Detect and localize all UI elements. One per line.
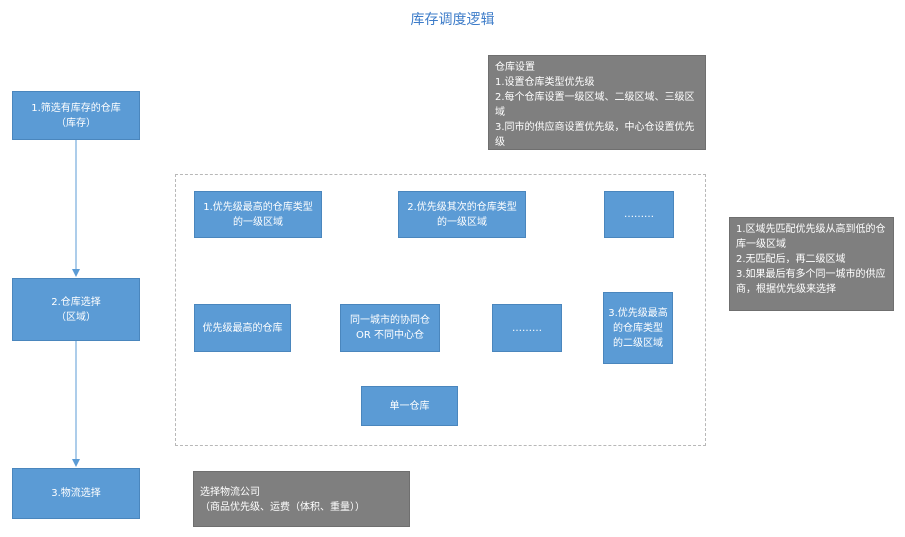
box-ellipsis-mid: ……… xyxy=(492,304,562,352)
step-filter-warehouses: 1.筛选有库存的仓库 （库存） xyxy=(12,91,140,140)
step-warehouse-selection: 2.仓库选择 （区域） xyxy=(12,278,140,341)
box-top-priority-region1: 1.优先级最高的仓库类型 的一级区域 xyxy=(194,191,322,238)
box-ellipsis-top: ……… xyxy=(604,191,674,238)
note-logistics: 选择物流公司 （商品优先级、运费（体积、重量）） xyxy=(193,471,410,527)
box-top-priority-region2: 3.优先级最高 的仓库类型 的二级区域 xyxy=(603,292,673,364)
box-second-priority-region1: 2.优先级其次的仓库类型 的一级区域 xyxy=(398,191,526,238)
box-single-warehouse: 单一仓库 xyxy=(361,386,458,426)
box-same-city: 同一城市的协同仓 OR 不同中心仓 xyxy=(340,304,440,352)
note-warehouse-settings: 仓库设置 1.设置仓库类型优先级 2.每个仓库设置一级区域、二级区域、三级区域 … xyxy=(488,55,706,150)
page-title: 库存调度逻辑 xyxy=(410,12,495,28)
note-region-rules: 1.区域先匹配优先级从高到低的仓库一级区域 2.无匹配后，再二级区域 3.如果最… xyxy=(729,217,894,311)
region-matching-container xyxy=(175,174,706,446)
box-top-priority-warehouse: 优先级最高的仓库 xyxy=(194,304,291,352)
step-logistics-selection: 3.物流选择 xyxy=(12,468,140,519)
